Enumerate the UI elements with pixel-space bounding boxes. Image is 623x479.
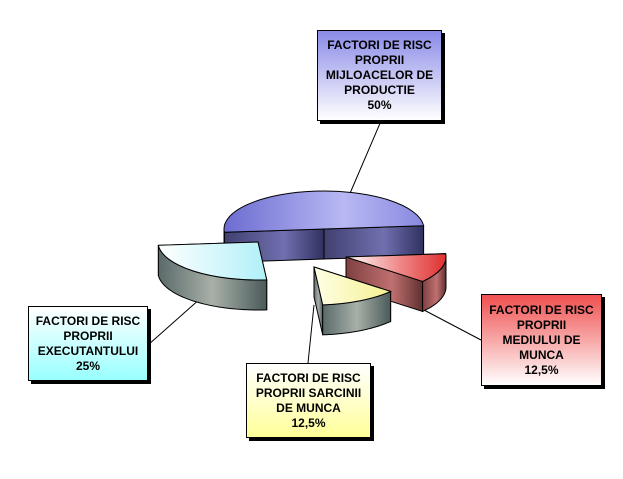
- label-percent: 50%: [367, 98, 392, 112]
- label-percent: 25%: [75, 358, 101, 373]
- data-label-executant: FACTORI DE RISC PROPRII EXECUTANTULUI 25…: [28, 306, 148, 381]
- label-line: MEDIULUI DE: [502, 332, 581, 347]
- label-percent: 12,5%: [291, 415, 326, 430]
- label-percent: 12,5%: [524, 362, 559, 377]
- data-label-productie: FACTORI DE RISC PROPRII MIJLOACELOR DE P…: [317, 30, 442, 121]
- leader-line-sarcini: [307, 304, 315, 364]
- data-label-mediu: FACTORI DE RISC PROPRII MEDIULUI DE MUNC…: [481, 294, 602, 386]
- label-line: FACTORI DE RISC: [256, 370, 361, 385]
- label-line: MUNCA: [519, 347, 564, 362]
- label-line: FACTORI DE RISC: [489, 302, 594, 317]
- label-line: FACTORI DE RISC: [327, 38, 432, 52]
- leader-line-productie: [344, 120, 382, 206]
- pie-slice-executant: [157, 241, 268, 311]
- label-line: PROPRII: [63, 328, 113, 343]
- label-line: DE MUNCA: [276, 400, 341, 415]
- label-line: EXECUTANTULUI: [37, 343, 139, 358]
- label-line: PROPRII SARCINII: [255, 385, 362, 400]
- label-line: PROPRII: [516, 317, 567, 332]
- pie-slice-mediu: [345, 253, 447, 313]
- label-line: PROPRII: [354, 53, 405, 67]
- label-line: FACTORI DE RISC: [35, 313, 141, 328]
- data-label-sarcini: FACTORI DE RISC PROPRII SARCINII DE MUNC…: [246, 363, 371, 438]
- pie-slice-sarcini: [313, 266, 392, 336]
- label-line: PRODUCTIE: [344, 83, 415, 97]
- label-line: MIJLOACELOR DE: [325, 68, 434, 82]
